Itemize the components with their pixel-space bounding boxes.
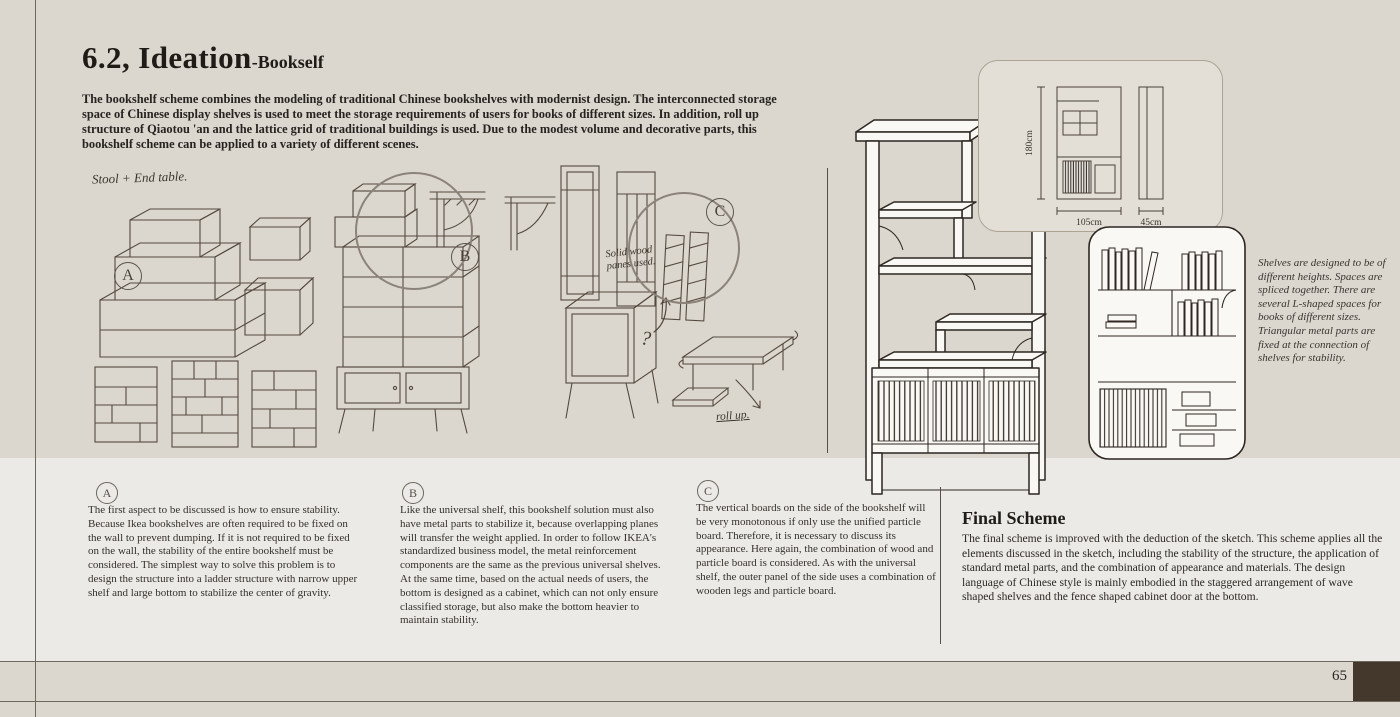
emphasis-circle-b [355, 172, 473, 290]
left-margin-rule [35, 0, 36, 717]
sketch-divider-rule [827, 168, 828, 453]
dimensions-panel: 180cm 105cm 45cm [978, 60, 1223, 232]
section-label-a: A [96, 482, 118, 504]
footer-rule-top [0, 661, 1400, 662]
sketch-label-b: B [451, 243, 479, 271]
section-text-b: Like the universal shelf, this bookshelf… [400, 504, 661, 627]
sketch-stacked-stool-shelf [99, 208, 315, 358]
sketch-lattice-grids [94, 360, 317, 448]
page-title: 6.2, Ideation [82, 40, 252, 75]
intro-paragraph: The bookshelf scheme combines the modeli… [82, 92, 777, 151]
sketch-label-a: A [114, 262, 142, 290]
header: 6.2, Ideation-Bookself [82, 40, 324, 76]
sketch-label-c: C [706, 198, 734, 226]
dimension-views-drawing: 180cm 105cm 45cm [1025, 86, 1164, 228]
section-label-c: C [697, 480, 719, 502]
dim-depth-label: 45cm [1140, 218, 1162, 228]
final-scheme-divider-rule [940, 487, 941, 644]
section-label-b: B [402, 482, 424, 504]
page-subtitle: -Bookself [251, 52, 324, 72]
emphasis-circle-c [628, 192, 740, 304]
final-scheme-heading: Final Scheme [962, 508, 1066, 528]
section-text-a: The first aspect to be discussed is how … [88, 504, 358, 599]
dim-width-label: 105cm [1076, 218, 1102, 228]
sketch-roll-up-table [671, 330, 799, 409]
page-number: 65 [1332, 668, 1347, 684]
detail-shelf-drawing [1088, 226, 1246, 460]
dim-height-label: 180cm [1025, 129, 1035, 155]
footer-rule-bottom [0, 701, 1400, 702]
section-text-c: The vertical boards on the side of the b… [696, 502, 936, 597]
final-shelf-drawing [855, 119, 1047, 495]
question-mark-label: ? [639, 327, 652, 350]
final-scheme-text: The final scheme is improved with the de… [962, 532, 1383, 604]
shelf-annotation: Shelves are designed to be of different … [1258, 257, 1386, 365]
corner-block [1353, 662, 1400, 701]
